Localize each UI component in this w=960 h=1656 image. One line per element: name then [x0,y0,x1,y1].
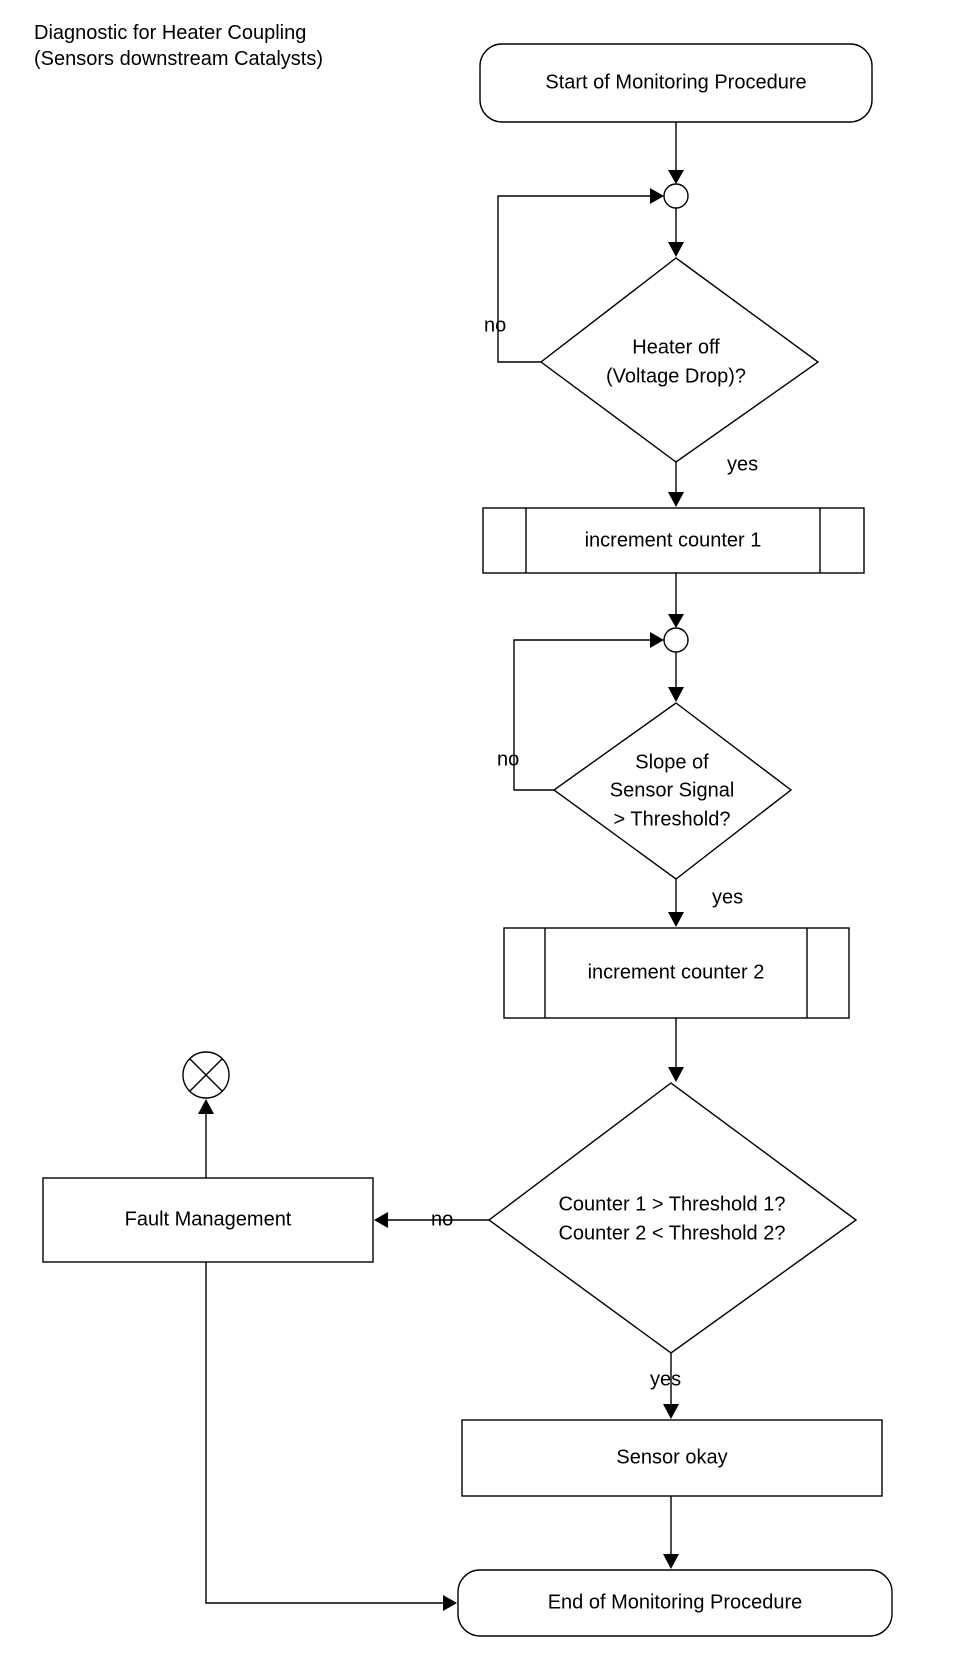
diagram-title-line-2: (Sensors downstream Catalysts) [34,48,323,70]
decision-heater-off: Heater off (Voltage Drop)? [539,257,820,463]
diagram-title-line-1: Diagnostic for Heater Coupling [34,22,307,44]
edge-start-to-junction-1 [668,122,684,184]
process-sensor-okay: Sensor okay [461,1419,883,1497]
decision-slope-line-2: Sensor Signal [610,779,735,801]
process-sensor-okay-label: Sensor okay [616,1446,727,1468]
process-fault-management-label: Fault Management [125,1208,292,1230]
edge-label-counters-yes: yes [650,1368,681,1390]
edge-label-heater-no: no [484,314,506,336]
decision-heater-off-line-2: (Voltage Drop)? [606,365,746,387]
edge-label-slope-yes: yes [712,886,743,908]
edge-sensor-okay-to-end [663,1496,679,1569]
edge-heater-no-loop [497,188,664,363]
diagram-title: Diagnostic for Heater Coupling (Sensors … [34,20,323,72]
edge-heater-yes-to-counter-1 [668,462,684,507]
edge-label-heater-yes: yes [727,453,758,475]
decision-slope-line-1: Slope of [635,751,709,773]
edge-counter-1-to-junction-2 [668,573,684,628]
edge-fault-to-end [205,1262,457,1611]
junction-circle-2 [663,627,689,653]
edge-counters-yes-to-sensor-okay [663,1353,679,1419]
edge-counter-2-to-decision-counters [668,1018,684,1082]
process-increment-counter-1-label: increment counter 1 [585,529,762,551]
decision-slope-line-3: > Threshold? [614,808,731,830]
junction-circle-1 [663,183,689,209]
end-node: End of Monitoring Procedure [457,1569,893,1637]
process-increment-counter-2-label: increment counter 2 [588,961,765,983]
start-node-label: Start of Monitoring Procedure [545,71,806,93]
edge-slope-no-loop [513,632,664,791]
circle-cross-icon [182,1051,230,1099]
process-increment-counter-2: increment counter 2 [503,927,850,1019]
edge-fault-to-terminator [198,1099,214,1178]
decision-heater-off-line-1: Heater off [632,336,720,358]
edge-junction-1-to-decision-heater [668,208,684,257]
edge-junction-2-to-decision-slope [668,652,684,702]
edge-label-slope-no: no [497,748,519,770]
decision-slope-threshold: Slope of Sensor Signal > Threshold? [552,702,793,880]
start-node: Start of Monitoring Procedure [479,43,873,123]
edge-counters-no-to-fault [374,1212,489,1228]
process-increment-counter-1: increment counter 1 [482,507,865,574]
decision-counters-threshold: Counter 1 > Threshold 1? Counter 2 < Thr… [487,1082,858,1354]
decision-counters-line-1: Counter 1 > Threshold 1? [558,1193,785,1215]
process-fault-management: Fault Management [42,1177,374,1263]
end-node-label: End of Monitoring Procedure [548,1591,803,1613]
decision-counters-line-2: Counter 2 < Threshold 2? [558,1222,785,1244]
edge-slope-yes-to-counter-2 [668,879,684,927]
edge-label-counters-no: no [431,1208,453,1230]
